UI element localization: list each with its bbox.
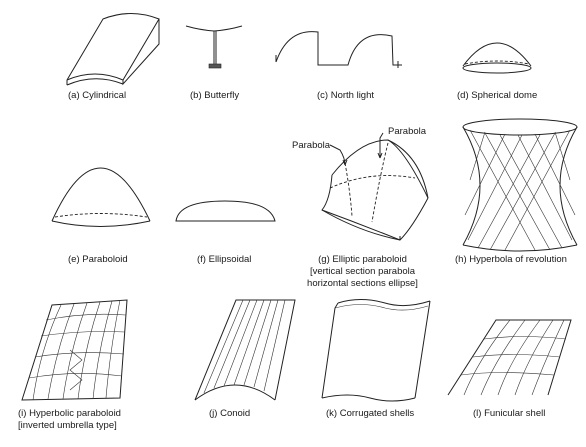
ellipsoidal-drawing: [175, 200, 276, 222]
caption-funicular-shell: (l) Funicular shell: [473, 408, 546, 419]
caption-hyperbola-of-revolution: (h) Hyperbola of revolution: [455, 254, 567, 265]
caption-cylindrical: (a) Cylindrical: [68, 90, 127, 101]
caption-spherical-dome: (d) Spherical dome: [457, 90, 538, 101]
caption-hyperbolic-paraboloid-line2: [inverted umbrella type]: [18, 420, 117, 431]
paraboloid-drawing: [51, 167, 151, 227]
caption-north-light: (c) North light: [317, 90, 375, 101]
caption-elliptic-paraboloid-line1: (g) Elliptic paraboloid: [318, 254, 407, 265]
caption-elliptic-paraboloid: (g) Elliptic paraboloid [vertical sectio…: [300, 254, 425, 290]
caption-hyperbolic-paraboloid: (i) Hyperbolic paraboloid [inverted umbr…: [18, 408, 121, 432]
corrugated-shell-drawing: [321, 299, 431, 402]
caption-conoid: (j) Conoid: [209, 408, 251, 419]
conoid-drawing: [194, 299, 296, 401]
parabola-annotation-right: Parabola: [388, 126, 427, 137]
caption-hyperbolic-paraboloid-line1: (i) Hyperbolic paraboloid: [18, 408, 121, 419]
caption-elliptic-paraboloid-line3: horizontal sections ellipse]: [307, 278, 418, 289]
hyperbolic-paraboloid-drawing: [21, 299, 128, 401]
parabola-annotation-left: Parabola: [292, 140, 331, 151]
caption-corrugated-shells: (k) Corrugated shells: [326, 408, 415, 419]
caption-paraboloid: (e) Paraboloid: [68, 254, 128, 265]
butterfly-shell-drawing: [185, 25, 243, 69]
funicular-shell-drawing: [447, 319, 572, 396]
cylindrical-shell-drawing: [66, 13, 160, 86]
hyperboloid-of-revolution-drawing: [462, 118, 578, 252]
caption-butterfly: (b) Butterfly: [190, 90, 240, 101]
caption-elliptic-paraboloid-line2: [vertical section parabola: [309, 266, 416, 277]
spherical-dome-drawing: [462, 42, 532, 74]
north-light-shell-drawing: [275, 31, 402, 68]
caption-ellipsoidal: (f) Ellipsoidal: [197, 254, 252, 265]
elliptic-paraboloid-drawing: Parabola Parabola: [292, 126, 429, 241]
